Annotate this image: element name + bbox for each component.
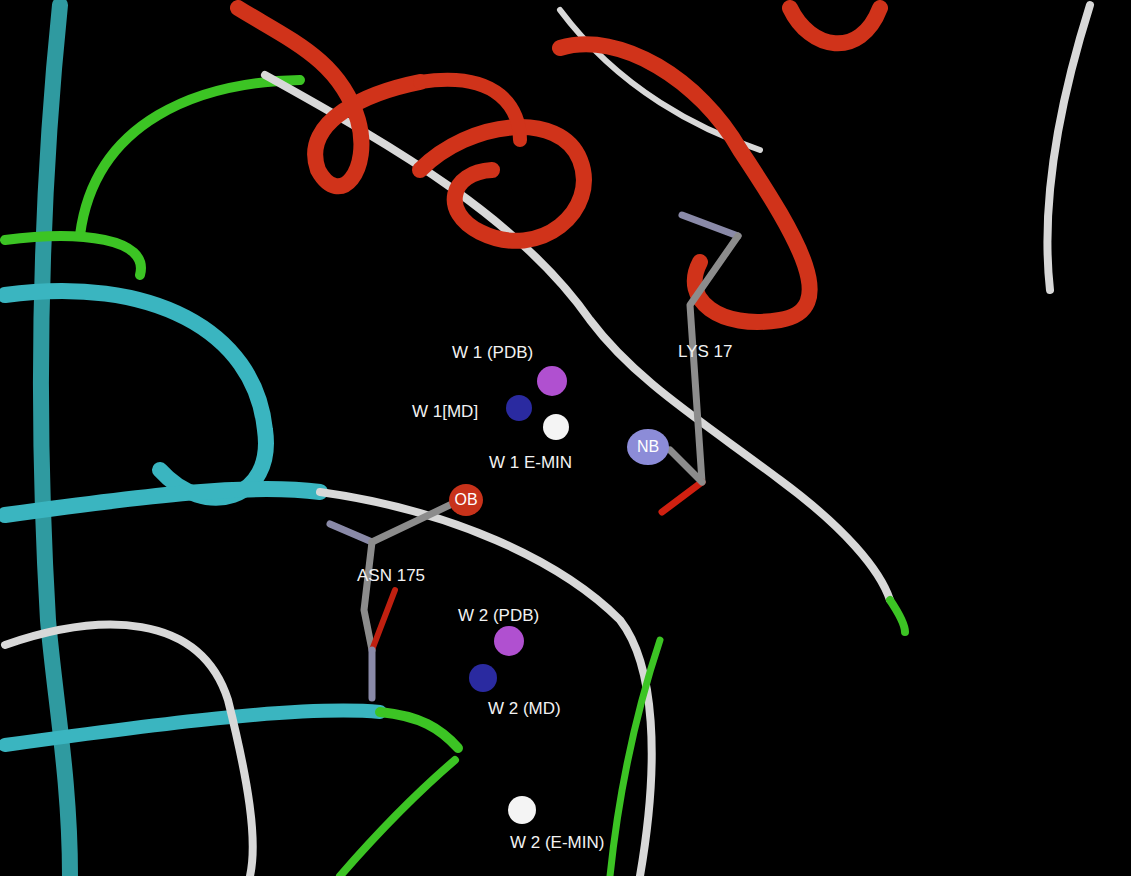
atom-label: NB (637, 439, 659, 455)
molecule-label: W 1[MD] (410, 403, 480, 422)
molecule-label: W 1 E-MIN (487, 454, 574, 473)
oxygen-atom: OB (449, 484, 483, 516)
molecule-label: W 2 (E-MIN) (508, 834, 606, 853)
molecule-label: LYS 17 (676, 343, 735, 362)
molecule-label: ASN 175 (355, 567, 427, 586)
molecule-label: W 2 (PDB) (456, 607, 541, 626)
atom-label: OB (454, 492, 477, 508)
nitrogen-atom: NB (627, 429, 669, 465)
molecule-label: W 1 (PDB) (450, 344, 535, 363)
molecule-label: W 2 (MD) (486, 700, 563, 719)
